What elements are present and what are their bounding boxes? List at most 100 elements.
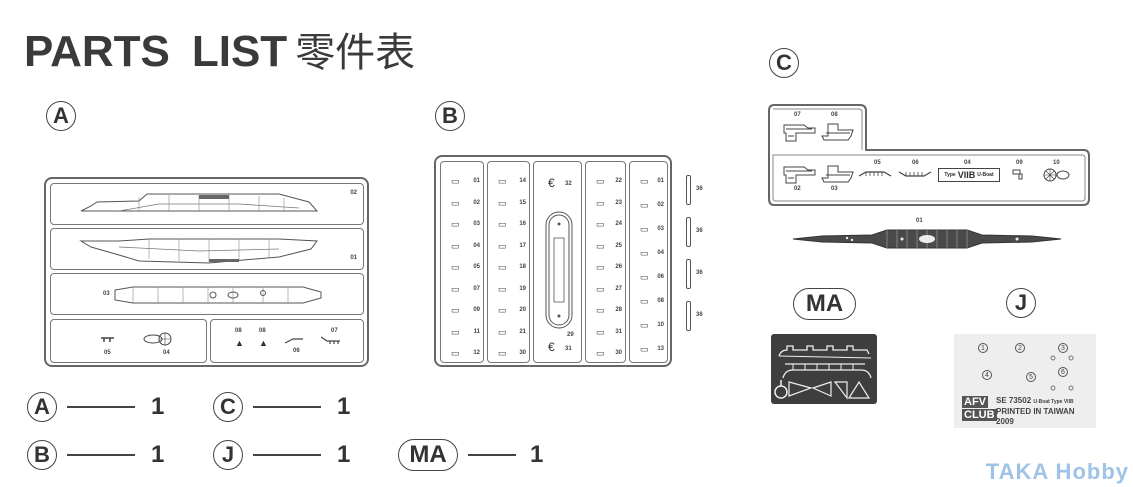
small-part-icon: ▭ xyxy=(451,348,460,358)
part-number: 10 xyxy=(657,322,664,328)
rail-part-icon xyxy=(858,171,892,177)
part-05-icon xyxy=(101,337,114,342)
part-number: 30 xyxy=(519,350,526,356)
part-number: 15 xyxy=(519,199,526,206)
part-08b-icon: ▲ xyxy=(259,338,268,348)
part-number: 08 xyxy=(235,328,242,334)
part-number: 30 xyxy=(615,350,622,356)
small-part-icon: ▭ xyxy=(498,348,507,358)
part-number: 06 xyxy=(657,274,664,280)
nameplate-part: Type VIIB U-Boat xyxy=(938,168,1000,182)
small-part-icon: ▭ xyxy=(640,320,649,330)
part-number: 20 xyxy=(519,307,526,313)
part-number: 01 xyxy=(657,178,664,184)
part-number: 36 xyxy=(696,270,703,276)
part-number: 18 xyxy=(519,264,526,270)
part-number: 08 xyxy=(831,112,838,118)
hull-half-left-icon xyxy=(79,238,318,264)
small-part-icon: ▭ xyxy=(596,262,605,272)
decal-number: 1 xyxy=(978,343,988,353)
qty-label: MA xyxy=(398,439,458,471)
small-part-icon: ▭ xyxy=(451,326,460,337)
qty-label: C xyxy=(213,392,243,422)
part-number: 13 xyxy=(657,346,664,352)
small-part-icon: ▭ xyxy=(451,283,460,294)
small-part-icon: ▭ xyxy=(640,176,649,186)
part-number: 04 xyxy=(473,242,480,249)
part-number: 28 xyxy=(615,307,622,313)
part-number: 25 xyxy=(615,242,622,249)
quantity-row-j: J 1 xyxy=(213,440,350,470)
part-number: 02 xyxy=(473,199,480,206)
part-number: 14 xyxy=(519,178,526,184)
part-number: 01 xyxy=(473,178,480,184)
part-number: 08 xyxy=(259,328,266,334)
rod-part-icon xyxy=(686,217,691,247)
quantity-row-ma: MA 1 xyxy=(398,439,543,471)
decal-number: 4 xyxy=(982,370,992,380)
propeller-part-icon xyxy=(143,332,172,346)
printed-in: PRINTED IN TAIWAN xyxy=(996,407,1075,416)
part-number: 09 xyxy=(473,307,480,313)
sprue-b-label: B xyxy=(435,101,465,131)
part-31-icon: € xyxy=(548,340,555,354)
part-number: 21 xyxy=(519,328,526,335)
qty-value: 1 xyxy=(337,393,351,420)
part-number: 07 xyxy=(473,285,480,292)
part-number: 10 xyxy=(1053,160,1060,166)
small-part-icon: ▭ xyxy=(596,240,605,251)
decal-sheet-j: 1 2 3 4 5 6 AFV CLUB SE 73502 U-Boat Typ… xyxy=(954,334,1096,428)
part-number: 24 xyxy=(615,221,622,227)
small-part-icon: ▭ xyxy=(498,197,507,208)
small-part-icon: ▭ xyxy=(451,262,460,272)
quantity-row-c: C 1 xyxy=(213,392,350,422)
part-number: 26 xyxy=(615,264,622,270)
watermark: TAKA Hobby xyxy=(985,459,1129,484)
part-08a-icon: ▲ xyxy=(235,338,244,348)
small-part-icon: ▭ xyxy=(596,283,605,294)
title-chinese: 零件表 xyxy=(295,30,416,76)
title-list: LIST xyxy=(191,27,288,76)
sprue-b: ▭01▭02▭03▭04▭05▭07▭09▭11▭12 ▭14▭15▭16▭17… xyxy=(434,155,672,367)
small-part-icon: ▭ xyxy=(498,176,507,186)
part-number: 09 xyxy=(1016,160,1023,166)
part-number: 01 xyxy=(916,218,923,224)
small-part-icon: ▭ xyxy=(640,200,649,210)
small-part-icon: ▭ xyxy=(596,348,605,358)
decal-desc: U-Boat Type VIIB xyxy=(1033,399,1074,405)
deck-casing-part-icon xyxy=(792,229,1062,249)
part-number: 12 xyxy=(473,350,480,356)
part-number: 05 xyxy=(874,160,881,166)
small-part-icon: ▭ xyxy=(596,197,605,208)
part-number: 27 xyxy=(615,285,622,292)
qty-value: 1 xyxy=(151,393,165,420)
qty-value: 1 xyxy=(337,441,351,468)
part-number: 03 xyxy=(473,221,480,227)
part-number: 08 xyxy=(657,298,664,304)
part-number: 02 xyxy=(657,202,664,208)
sprue-c-label: C xyxy=(769,48,799,78)
qty-value: 1 xyxy=(151,441,165,468)
small-part-icon: ▭ xyxy=(451,219,460,229)
part-number: 36 xyxy=(696,186,703,192)
sprue-c-outline xyxy=(768,104,1090,206)
logo-top: AFV xyxy=(962,396,988,408)
photoetch-parts-icon xyxy=(774,345,872,400)
small-part-icon: ▭ xyxy=(640,248,649,258)
sprue-c: 07 08 02 03 05 06 04 Type VIIB U-Boat 09… xyxy=(768,104,1090,206)
small-part-icon: ▭ xyxy=(640,272,649,282)
small-part-icon: ▭ xyxy=(451,176,460,186)
rod-part-icon xyxy=(686,259,691,289)
small-part-icon: ▭ xyxy=(498,262,507,272)
conning-tower-part-icon xyxy=(783,124,816,142)
part-number: 03 xyxy=(103,291,110,297)
small-part-icon: ▭ xyxy=(596,305,605,315)
nameplate-model: VIIB xyxy=(957,170,976,180)
sprue-ma-photoetch-fret xyxy=(771,334,877,404)
conning-tower-part-icon xyxy=(821,165,854,183)
part-number: 16 xyxy=(519,221,526,227)
decal-number: 2 xyxy=(1015,343,1025,353)
sprue-j-label: J xyxy=(1006,288,1036,318)
hull-half-right-icon xyxy=(80,193,319,212)
